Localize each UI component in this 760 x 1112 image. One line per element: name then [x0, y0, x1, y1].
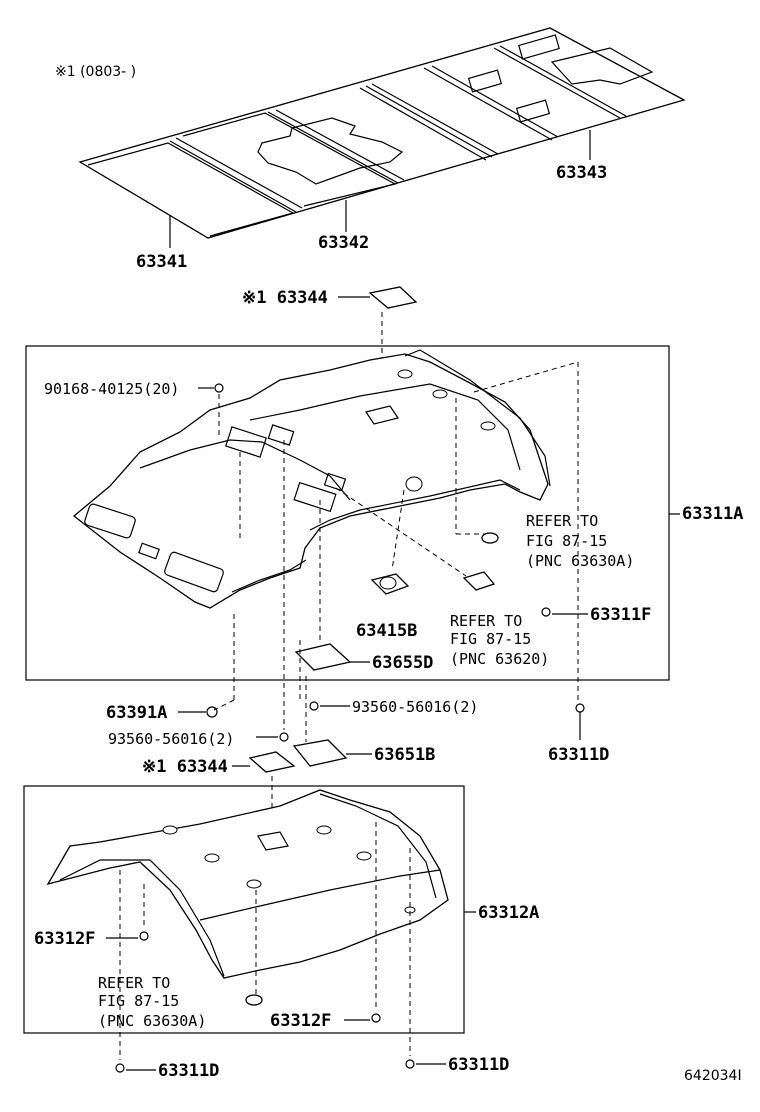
label-63341: 63341	[136, 252, 187, 272]
pad-63344-top	[368, 286, 418, 309]
label-63311D-bottom-left: 63311D	[158, 1061, 219, 1081]
label-63344-top: ※1 63344	[242, 288, 328, 308]
clip-63311D-bottom-left	[115, 1063, 125, 1073]
part-63620	[462, 571, 496, 591]
clip-63630A-rear	[245, 994, 263, 1006]
label-63311A: 63311A	[682, 504, 743, 524]
front-headliner-body	[72, 353, 549, 609]
clip-63312F-left	[139, 931, 149, 941]
label-90168: 90168-40125(20)	[44, 380, 179, 398]
refer-2-line2: FIG 87-15	[450, 630, 531, 648]
clip-63311F	[541, 607, 551, 617]
clip-93560-b	[279, 732, 289, 742]
part-63651B	[292, 739, 348, 767]
pad-63341-edge	[87, 142, 295, 237]
label-93560-a: 93560-56016(2)	[352, 698, 478, 716]
pad-cutout-cross	[257, 117, 404, 185]
rear-headliner-frame	[23, 785, 465, 1034]
pad-63344-mid	[248, 751, 296, 773]
clip-63311D-right	[575, 703, 585, 713]
label-63312A: 63312A	[478, 903, 539, 923]
label-63342: 63342	[318, 233, 369, 253]
label-63312F-bottom: 63312F	[270, 1011, 331, 1031]
silencer-pad-outline	[78, 27, 686, 239]
refer-1-line2: FIG 87-15	[526, 532, 607, 550]
label-93560-b: 93560-56016(2)	[108, 730, 234, 748]
label-63311D-right: 63311D	[548, 745, 609, 765]
clip-63391A	[206, 706, 218, 718]
clip-63630A-front	[481, 532, 499, 544]
silencer-pads	[78, 27, 686, 239]
pad-63342-edge	[182, 112, 397, 207]
pad-63343-edge	[359, 87, 487, 161]
label-63391A: 63391A	[106, 703, 167, 723]
label-63344-mid: ※1 63344	[142, 757, 228, 777]
front-headliner-frame	[25, 345, 670, 681]
clip-63311D-bottom-right	[405, 1059, 415, 1069]
clip-93560-a	[309, 701, 319, 711]
refer-1-line1: REFER TO	[526, 512, 598, 530]
diagram-id: 642034I	[684, 1068, 742, 1084]
refer-3-line1: REFER TO	[98, 974, 170, 992]
label-63415B: 63415B	[356, 621, 417, 641]
refer-3-line2: FIG 87-15	[98, 992, 179, 1010]
refer-2-line3: (PNC 63620)	[450, 650, 549, 668]
refer-2-line1: REFER TO	[450, 612, 522, 630]
note-text: ※1 (0803- )	[55, 64, 136, 80]
part-63655D	[294, 643, 352, 671]
label-63311D-bottom-right: 63311D	[448, 1055, 509, 1075]
label-63651B: 63651B	[374, 745, 435, 765]
refer-1-line3: (PNC 63630A)	[526, 552, 634, 570]
label-63311F: 63311F	[590, 605, 651, 625]
label-63343: 63343	[556, 163, 607, 183]
front-headliner	[72, 349, 551, 609]
rear-headliner	[46, 789, 449, 979]
label-63312F-left: 63312F	[34, 929, 95, 949]
label-63655D: 63655D	[372, 653, 433, 673]
clip-63312F-bottom	[371, 1013, 381, 1023]
refer-3-line3: (PNC 63630A)	[98, 1012, 206, 1030]
